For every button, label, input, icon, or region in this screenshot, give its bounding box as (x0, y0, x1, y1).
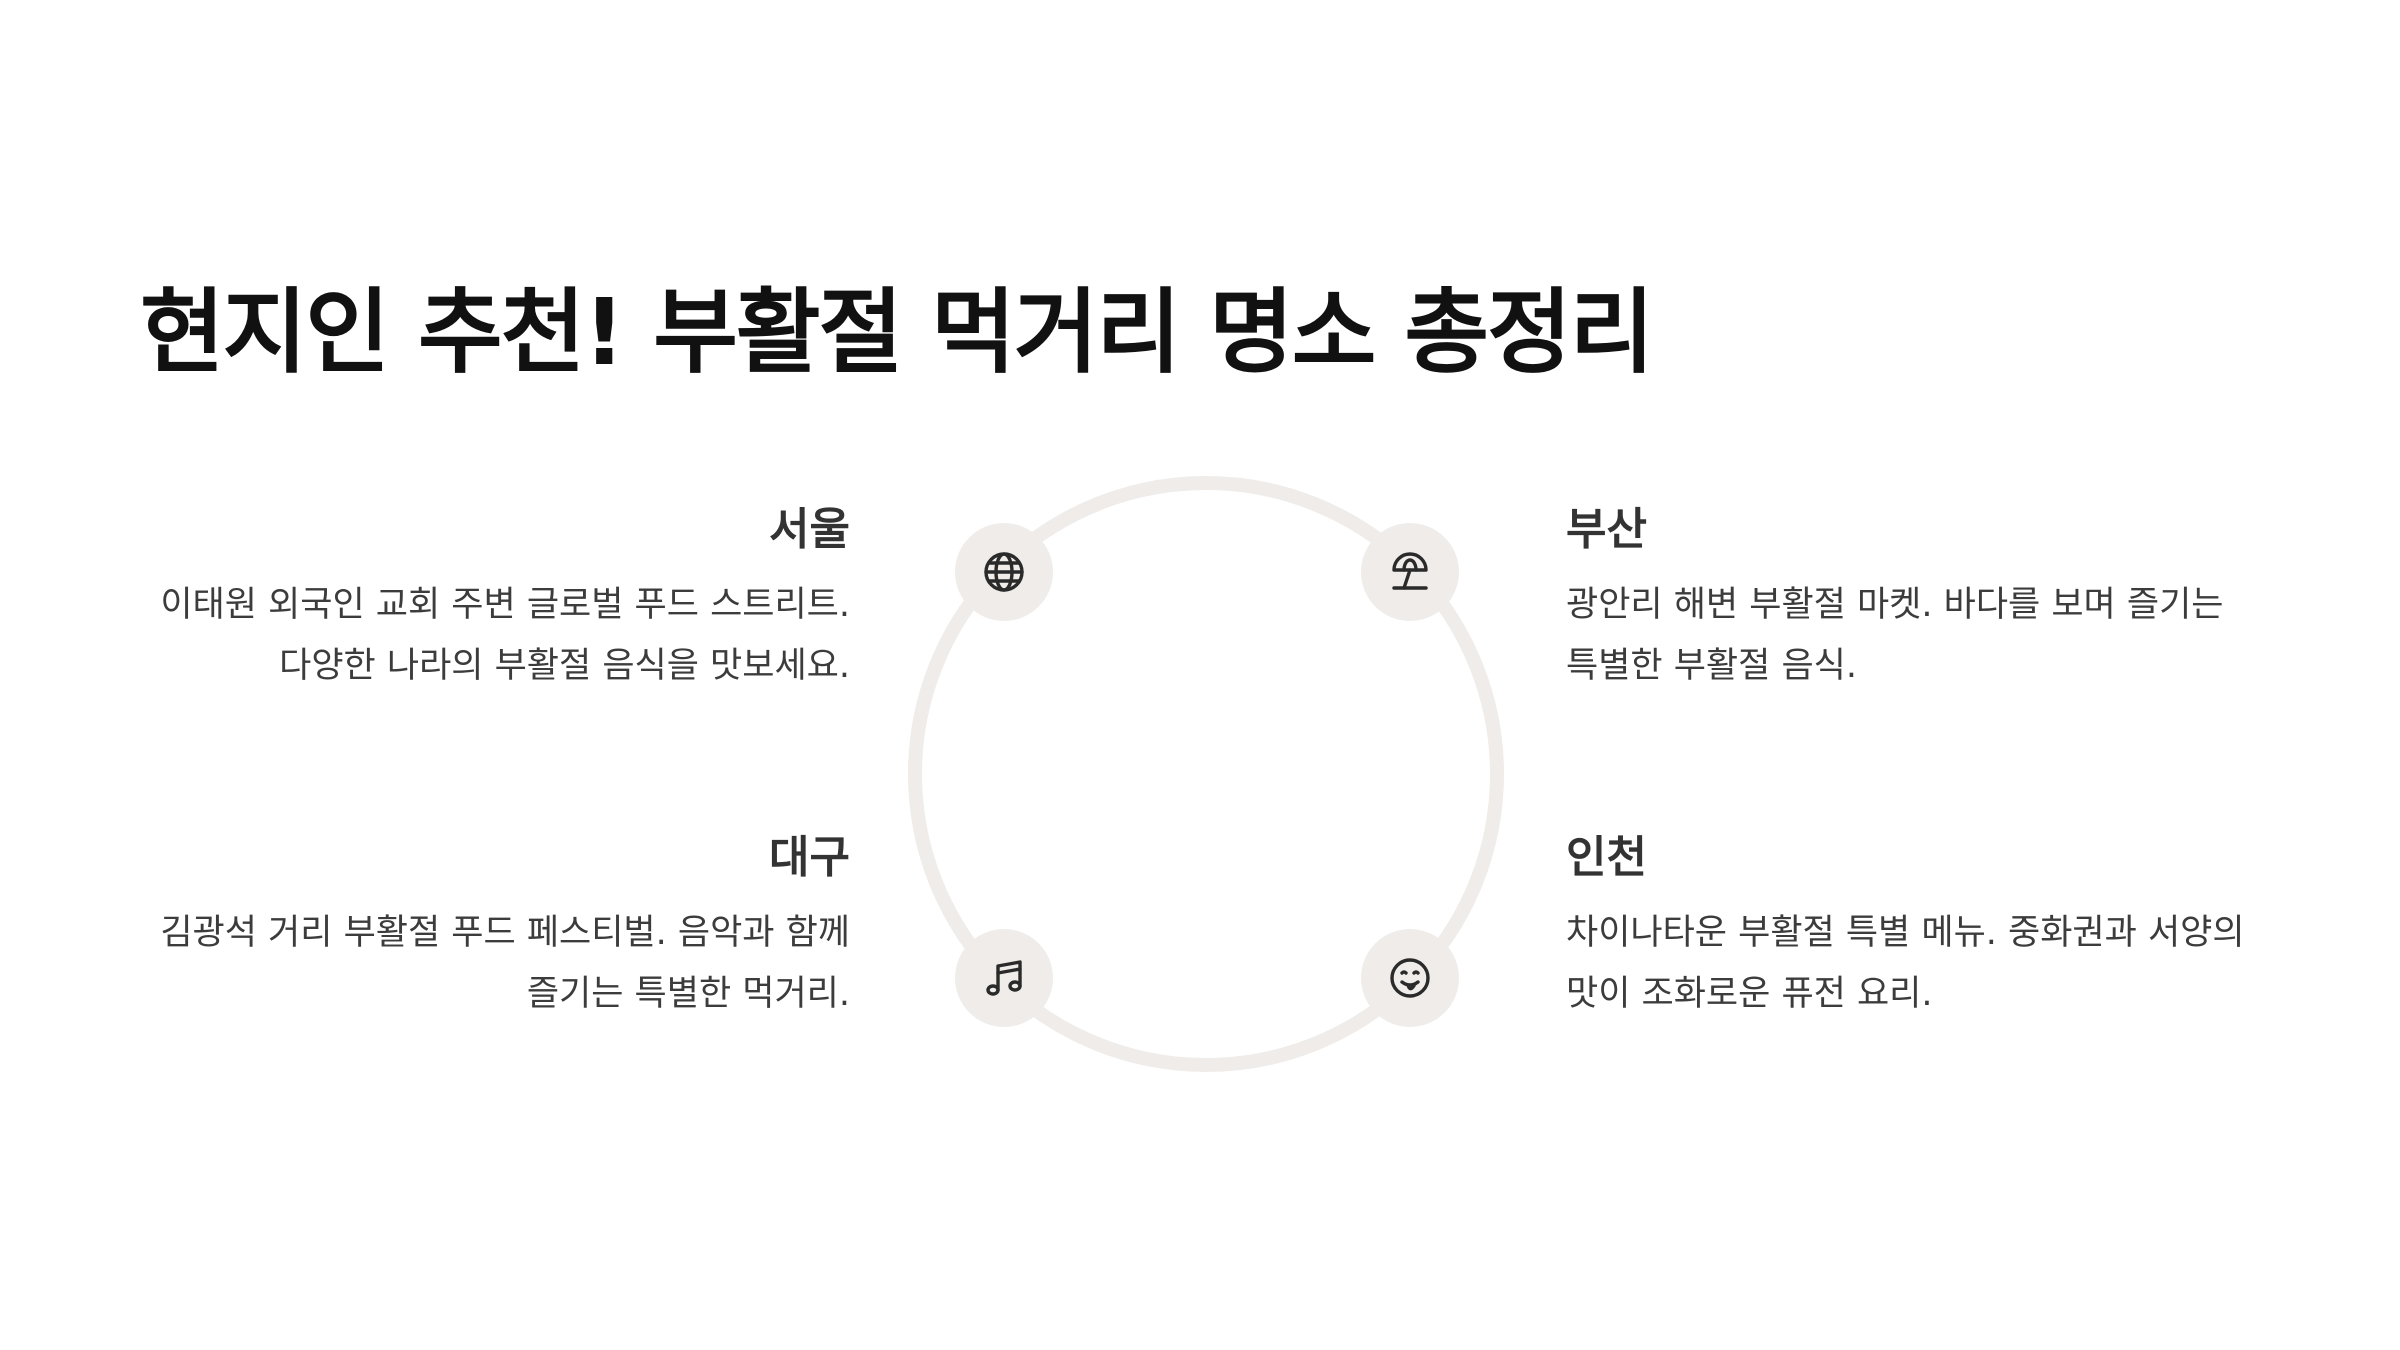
card-description: 김광석 거리 부활절 푸드 페스티벌. 음악과 함께 즐기는 특별한 먹거리. (160, 912, 850, 1014)
card-title: 인천 (1566, 832, 1647, 883)
card-description: 광안리 해변 부활절 마켓. 바다를 보며 즐기는 특별한 부활절 음식. (1566, 584, 2224, 686)
card-busan: 부산 광안리 해변 부활절 마켓. 바다를 보며 즐기는 특별한 부활절 음식. (1566, 504, 2276, 697)
card-title: 대구 (769, 832, 850, 883)
page-title: 현지인 추천! 부활절 먹거리 명소 총정리 (140, 279, 1654, 386)
card-daegu: 대구 김광석 거리 부활절 푸드 페스티벌. 음악과 함께 즐기는 특별한 먹거… (140, 832, 850, 1025)
card-title: 서울 (769, 504, 850, 555)
card-seoul: 서울 이태원 외국인 교회 주변 글로벌 푸드 스트리트. 다양한 나라의 부활… (140, 504, 850, 697)
globe-icon (955, 523, 1053, 621)
card-title: 부산 (1566, 504, 1647, 555)
music-note-icon (955, 929, 1053, 1027)
beach-umbrella-icon (1361, 523, 1459, 621)
card-description: 차이나타운 부활절 특별 메뉴. 중화권과 서양의 맛이 조화로운 퓨전 요리. (1566, 912, 2245, 1014)
tasty-face-icon (1361, 929, 1459, 1027)
card-description: 이태원 외국인 교회 주변 글로벌 푸드 스트리트. 다양한 나라의 부활절 음… (160, 584, 850, 686)
card-incheon: 인천 차이나타운 부활절 특별 메뉴. 중화권과 서양의 맛이 조화로운 퓨전 … (1566, 832, 2276, 1025)
